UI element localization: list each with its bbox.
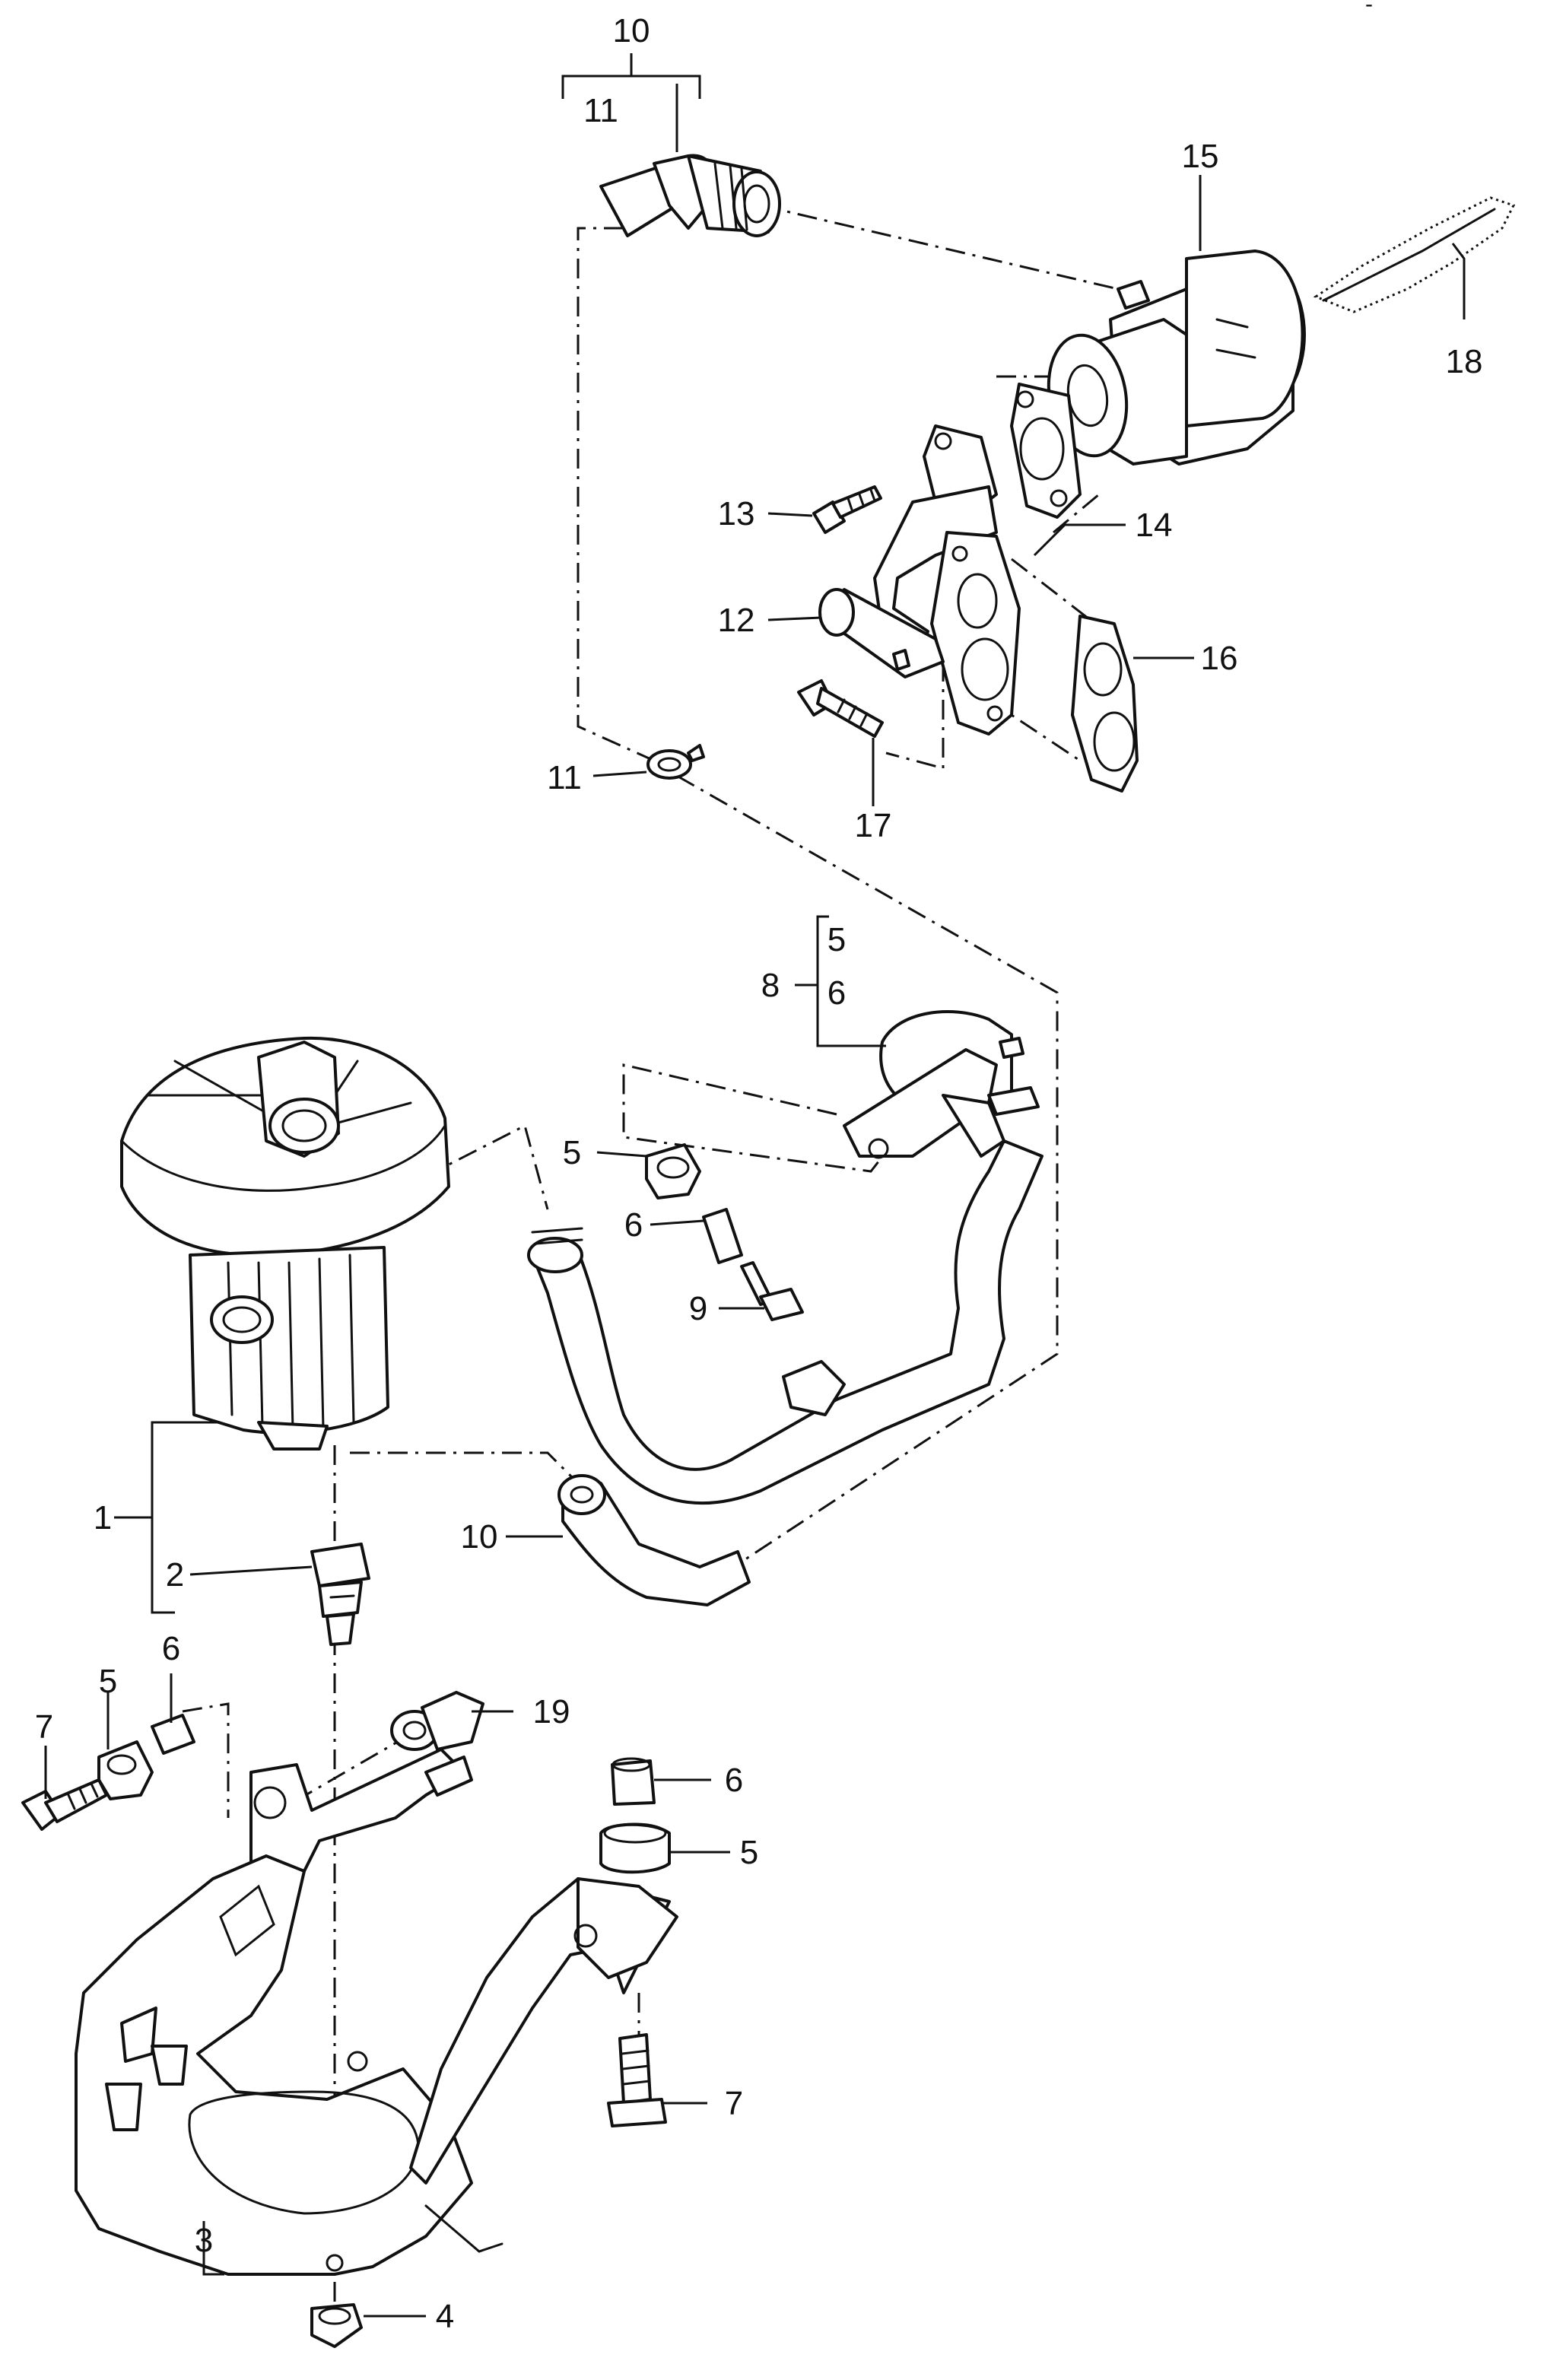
bolt-17[interactable] xyxy=(797,679,884,738)
air-pump-1[interactable] xyxy=(120,1036,450,1451)
callout-7-right: 7 xyxy=(725,2085,743,2122)
hose-10-bottom[interactable] xyxy=(557,1474,751,1606)
callout-8: 8 xyxy=(761,967,780,1004)
callout-10-top: 10 xyxy=(613,12,650,49)
bracket-3[interactable] xyxy=(75,1748,678,2276)
callout-19: 19 xyxy=(533,1693,570,1730)
sensor-2[interactable] xyxy=(310,1543,370,1646)
callout-17: 17 xyxy=(855,807,892,844)
hose-10-top[interactable] xyxy=(599,154,781,237)
callout-labels: 10 11 15 18 13 14 12 16 11 17 8 5 6 5 6 … xyxy=(35,0,1483,2335)
callout-2: 2 xyxy=(166,1556,184,1594)
callout-18: 18 xyxy=(1446,343,1483,380)
valve-15[interactable] xyxy=(1040,249,1306,466)
callout-7-left: 7 xyxy=(35,1708,53,1746)
callout-5-right: 5 xyxy=(740,1834,758,1871)
callout-6-right: 6 xyxy=(725,1762,743,1799)
callout-15: 15 xyxy=(1182,138,1219,175)
callout-16: 16 xyxy=(1201,640,1238,677)
nut-4[interactable] xyxy=(310,2303,363,2348)
callout-12: 12 xyxy=(718,602,755,639)
callout-5-left: 5 xyxy=(99,1663,117,1700)
gasket-14[interactable] xyxy=(1010,383,1082,519)
clamp-11-mid[interactable] xyxy=(646,744,705,780)
callout-11-mid: 11 xyxy=(547,759,582,796)
callout-4: 4 xyxy=(436,2298,454,2335)
pipe-12[interactable] xyxy=(818,424,1021,736)
callout-11-top: 11 xyxy=(583,92,618,129)
bolt-13[interactable] xyxy=(812,485,882,534)
callout-10-bottom: 10 xyxy=(461,1518,498,1555)
callout-8-5: 5 xyxy=(828,921,846,958)
grommet-19[interactable] xyxy=(390,1691,484,1751)
mount-set-left[interactable] xyxy=(21,1714,195,1831)
mount-set-right[interactable] xyxy=(599,1757,671,2127)
seal-18[interactable] xyxy=(1313,196,1516,313)
callout-3: 3 xyxy=(195,2222,213,2259)
gasket-16[interactable] xyxy=(1071,615,1139,793)
corner-mark: - xyxy=(1365,0,1373,17)
callout-9: 9 xyxy=(689,1290,707,1327)
valve-8[interactable] xyxy=(843,1010,1040,1159)
callout-6-left: 6 xyxy=(162,1630,180,1667)
callout-8-6: 6 xyxy=(828,974,846,1012)
callout-6-mid: 6 xyxy=(624,1206,643,1244)
mount-set-mid[interactable] xyxy=(645,1143,804,1321)
callout-5-mid: 5 xyxy=(563,1134,581,1171)
callout-13: 13 xyxy=(718,495,755,532)
hose-main[interactable] xyxy=(527,1139,1044,1505)
callout-1: 1 xyxy=(94,1499,112,1536)
leader-lines xyxy=(44,53,1466,2318)
callout-14: 14 xyxy=(1136,507,1173,544)
